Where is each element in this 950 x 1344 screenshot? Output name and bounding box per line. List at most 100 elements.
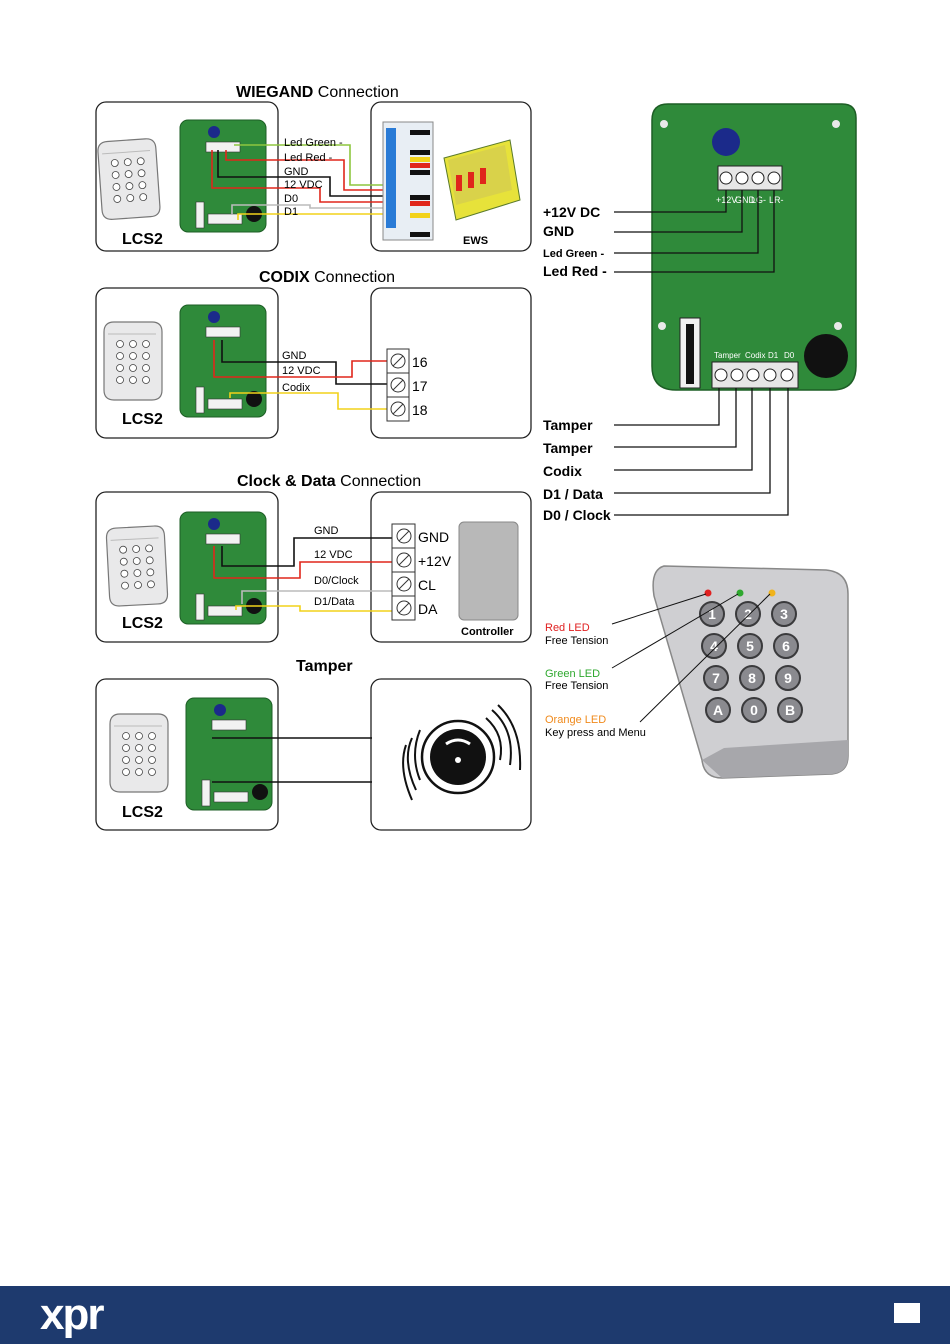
board-label-led-green: Led Green - [543, 248, 604, 260]
page-number-badge [894, 1303, 920, 1323]
codix-wire-label-2: Codix [282, 382, 311, 394]
pcb-image [185, 697, 273, 811]
codix-terminal-1: 17 [412, 378, 428, 394]
codix-terminal-0: 16 [412, 354, 428, 370]
keypad-key [771, 601, 797, 627]
board-label-tamper-2: Tamper [543, 440, 593, 456]
keypad-key-label: 4 [710, 638, 718, 654]
alarm-siren-icon [402, 704, 522, 801]
clock-data-terminal-0: GND [418, 529, 449, 545]
tamper-section: Tamper LCS2 [95, 658, 532, 831]
keypad-key-label: 0 [750, 702, 758, 718]
controller-image [458, 521, 519, 621]
codix-device-label: LCS2 [122, 411, 163, 428]
green-led [736, 589, 744, 597]
board-label-d1: D1 / Data [543, 486, 603, 502]
clock-data-wire-label-0: GND [314, 525, 339, 537]
keypad-key-label: B [785, 702, 795, 718]
wiegand-section: WIEGAND Connection Led Green - Led Red -… [95, 84, 532, 252]
keypad-reader-image [109, 713, 169, 793]
wiegand-wire-label-4: D0 [284, 193, 298, 205]
keypad-key-label: 8 [748, 670, 756, 686]
keypad-section: 1 2 3 4 5 6 7 8 9A 0 B Red LED Free Tension Green … [545, 565, 849, 779]
led-desc-red: Free Tension [545, 635, 608, 647]
keypad-key [703, 665, 729, 691]
codix-terminal-2: 18 [412, 402, 428, 418]
keypad-key-label: 6 [782, 638, 790, 654]
keypad-reader-image [96, 137, 162, 221]
board-bottom-terminal-1: Codix [745, 351, 765, 360]
board-label-12vdc: +12V DC [543, 204, 600, 220]
board-label-led-red: Led Red - [543, 263, 607, 279]
clock-data-terminal-3: DA [418, 601, 438, 617]
board-top-terminal-1: GND [735, 195, 756, 205]
keypad-key-label: 9 [784, 670, 792, 686]
keypad-key [741, 697, 767, 723]
wiegand-wire-label-1: Led Red - [284, 152, 333, 164]
codix-terminal-block [386, 348, 410, 422]
wiegand-wire-label-0: Led Green - [284, 137, 343, 149]
keypad-key [777, 697, 803, 723]
buzzer-image [804, 334, 848, 378]
wiegand-wire-label-5: D1 [284, 206, 298, 218]
controller-label: Controller [461, 626, 514, 638]
keypad-key-label: 3 [780, 606, 788, 622]
clock-data-terminal-block [391, 523, 416, 621]
keypad-key-label: A [713, 702, 723, 718]
keypad-reader-image [103, 321, 163, 401]
keypad-key [739, 665, 765, 691]
board-bottom-terminal-2: D1 [768, 351, 779, 360]
clock-data-title: Clock & Data Connection [237, 473, 421, 490]
board-label-d0: D0 / Clock [543, 507, 611, 523]
board-label-gnd: GND [543, 223, 574, 239]
led-label-green: Green LED [545, 668, 600, 680]
codix-wire-label-0: GND [282, 350, 307, 362]
clock-data-device-label: LCS2 [122, 615, 163, 632]
xpr-logo: xpr [40, 1290, 105, 1339]
keypad-key-label: 1 [708, 606, 716, 622]
codix-section: CODIX Connection GND 12 VDC Codix 16 17 … [95, 269, 532, 439]
clock-data-wire-label-3: D1/Data [314, 596, 355, 608]
keypad-key [773, 633, 799, 659]
board-label-tamper-1: Tamper [543, 417, 593, 433]
keypad-key-label: 2 [744, 606, 752, 622]
codix-wire-label-1: 12 VDC [282, 365, 321, 377]
clock-data-terminal-2: CL [418, 577, 436, 593]
board-top-terminal-3: LR- [769, 195, 784, 205]
keypad-key [775, 665, 801, 691]
keypad-reader-image [105, 524, 169, 608]
keypad-key [705, 697, 731, 723]
wiegand-wire-label-2: GND [284, 166, 309, 178]
codix-title: CODIX Connection [259, 269, 395, 286]
keypad-key [701, 633, 727, 659]
pcb-image [179, 304, 267, 418]
pcb-image [179, 511, 267, 625]
keypad-key-label: 7 [712, 670, 720, 686]
keypad-key [737, 633, 763, 659]
board-bottom-terminal-3: D0 [784, 351, 795, 360]
board-section: +12V GND LG- LR- Tamper Codix D1 D0 +12V… [543, 103, 857, 523]
led-label-orange: Orange LED [545, 714, 606, 726]
clock-data-terminal-1: +12V [418, 553, 452, 569]
board-label-codix: Codix [543, 463, 582, 479]
footer-bar: xpr [0, 1286, 950, 1344]
codix-controller-box [370, 287, 532, 439]
keypad-key [735, 601, 761, 627]
tamper-title: Tamper [296, 658, 353, 675]
wiring-diagram: WIEGAND Connection Led Green - Led Red -… [95, 84, 857, 831]
led-desc-orange: Key press and Menu [545, 727, 646, 739]
orange-led [768, 589, 776, 597]
led-label-red: Red LED [545, 622, 590, 634]
pcb-image [179, 119, 267, 233]
wiegand-title: WIEGAND Connection [236, 84, 399, 101]
keypad-key-label: 5 [746, 638, 754, 654]
ews-controller-image [382, 121, 521, 241]
clock-data-wire-label-1: 12 VDC [314, 549, 353, 561]
led-desc-green: Free Tension [545, 680, 608, 692]
wiegand-wire-label-3: 12 VDC [284, 179, 323, 191]
keypad-key [699, 601, 725, 627]
tamper-device-label: LCS2 [122, 804, 163, 821]
clock-data-wire-label-2: D0/Clock [314, 575, 359, 587]
red-led [704, 589, 712, 597]
keypad-keys: 1 2 3 4 5 6 7 8 9A 0 B [699, 601, 803, 723]
